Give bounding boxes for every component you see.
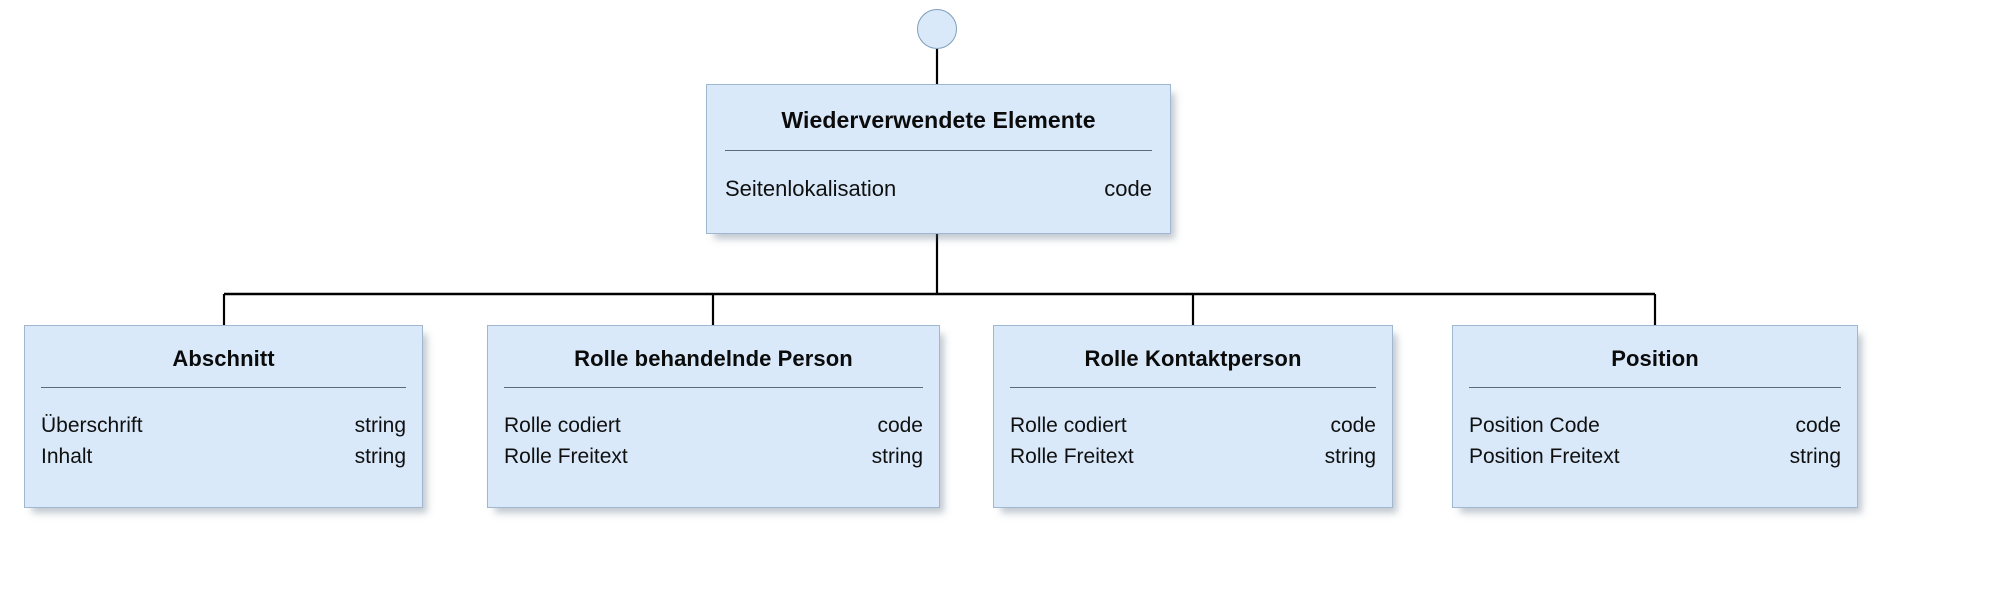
attribute-type: string (354, 414, 406, 437)
class-attribute-list: Überschrift string Inhalt string (25, 388, 422, 472)
attribute-row: Überschrift string (41, 410, 406, 441)
attribute-name: Position Freitext (1469, 445, 1620, 468)
attribute-type: code (1795, 414, 1841, 437)
class-attribute-list: Rolle codiert code Rolle Freitext string (994, 388, 1392, 472)
class-title-divider (504, 387, 923, 388)
class-title: Rolle behandelnde Person (574, 346, 853, 371)
attribute-name: Inhalt (41, 445, 93, 468)
attribute-row: Rolle Freitext string (1010, 441, 1376, 472)
class-box-position[interactable]: Position Position Code code Position Fre… (1452, 325, 1858, 508)
class-title: Wiederverwendete Elemente (781, 107, 1096, 133)
class-title-divider (41, 387, 406, 388)
attribute-type: string (1324, 445, 1376, 468)
class-title: Abschnitt (172, 346, 275, 371)
class-title-divider (1469, 387, 1841, 388)
attribute-row: Position Code code (1469, 410, 1841, 441)
class-box-abschnitt[interactable]: Abschnitt Überschrift string Inhalt stri… (24, 325, 423, 508)
attribute-type: string (871, 445, 923, 468)
class-box-rolle-behandelnde-person[interactable]: Rolle behandelnde Person Rolle codiert c… (487, 325, 940, 508)
attribute-name: Rolle Freitext (1010, 445, 1134, 468)
class-title-divider (725, 150, 1152, 151)
attribute-row: Inhalt string (41, 441, 406, 472)
class-attribute-list: Rolle codiert code Rolle Freitext string (488, 388, 939, 472)
attribute-row: Position Freitext string (1469, 441, 1841, 472)
class-title-divider (1010, 387, 1376, 388)
attribute-type: string (354, 445, 406, 468)
attribute-type: code (877, 414, 923, 437)
class-attribute-list: Position Code code Position Freitext str… (1453, 388, 1857, 472)
class-attribute-list: Seitenlokalisation code (707, 151, 1170, 204)
attribute-row: Rolle codiert code (1010, 410, 1376, 441)
class-box-rolle-kontaktperson[interactable]: Rolle Kontaktperson Rolle codiert code R… (993, 325, 1393, 508)
attribute-name: Rolle codiert (1010, 414, 1127, 437)
attribute-row: Rolle Freitext string (504, 441, 923, 472)
attribute-name: Überschrift (41, 414, 143, 437)
class-box-wiederverwendete-elemente[interactable]: Wiederverwendete Elemente Seitenlokalisa… (706, 84, 1171, 234)
attribute-name: Position Code (1469, 414, 1600, 437)
attribute-row: Rolle codiert code (504, 410, 923, 441)
attribute-type: code (1104, 176, 1152, 201)
attribute-name: Rolle codiert (504, 414, 621, 437)
attribute-row: Seitenlokalisation code (725, 173, 1152, 204)
class-title: Rolle Kontaktperson (1084, 346, 1302, 371)
attribute-name: Seitenlokalisation (725, 176, 897, 201)
attribute-type: string (1789, 445, 1841, 468)
attribute-name: Rolle Freitext (504, 445, 628, 468)
root-connector-circle-icon (917, 9, 957, 49)
attribute-type: code (1330, 414, 1376, 437)
class-title: Position (1611, 346, 1699, 371)
